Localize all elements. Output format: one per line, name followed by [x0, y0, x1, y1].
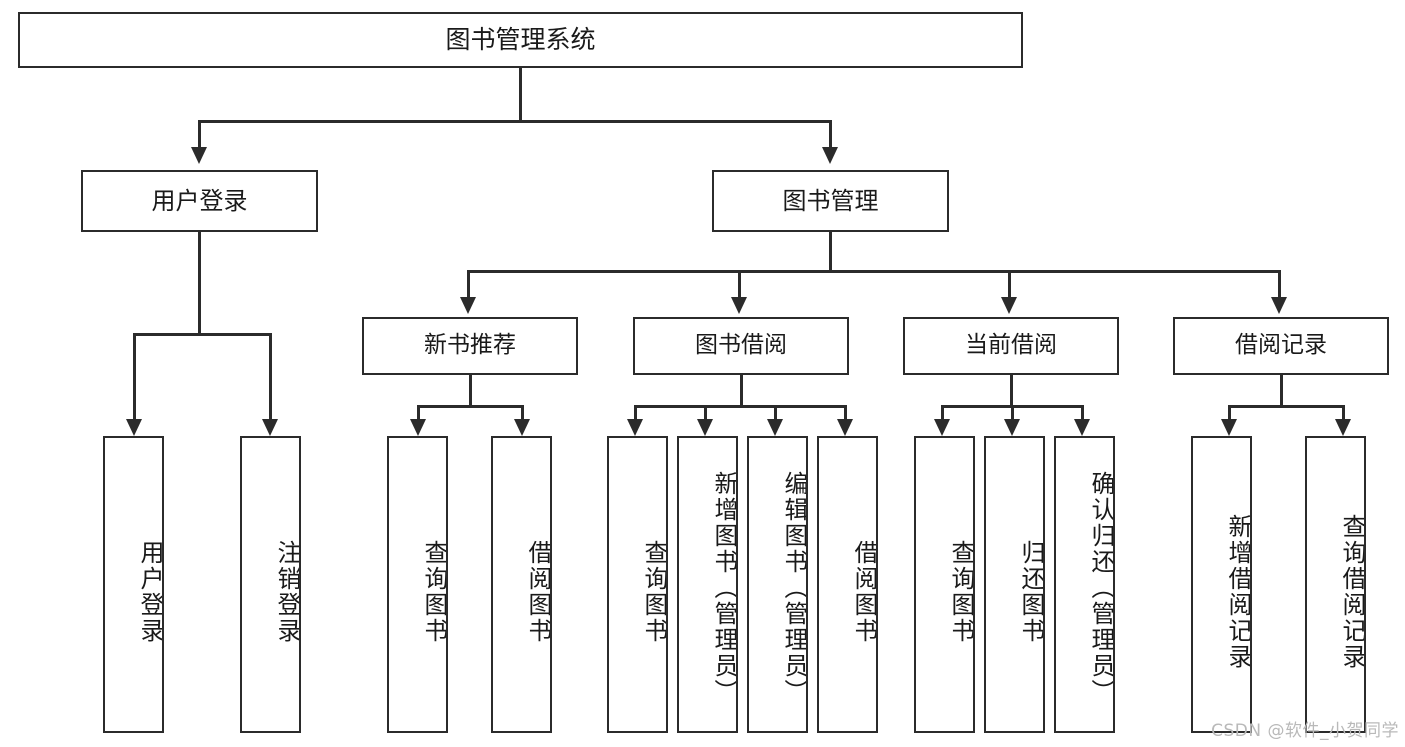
- leaf-current-borrow-confirm-return[interactable]: 确认归还（管理员）: [1054, 436, 1115, 733]
- leaf-borrow-record-query[interactable]: 查询借阅记录: [1305, 436, 1366, 733]
- arrowhead-book-manage: [822, 147, 838, 164]
- connector-book-borrow-drop-1: [634, 405, 637, 419]
- connector-borrow-record-stem: [1280, 375, 1283, 405]
- connector-user-login-stem: [198, 232, 201, 333]
- connector-level2-drop-1: [198, 120, 201, 147]
- arrowhead-current-borrow-leaf-3: [1074, 419, 1090, 436]
- arrowhead-book-borrow-leaf-4: [837, 419, 853, 436]
- node-current-borrow[interactable]: 当前借阅: [903, 317, 1119, 375]
- connector-user-login-bus: [133, 333, 271, 336]
- arrowhead-book-borrow-leaf-1: [627, 419, 643, 436]
- connector-level3-drop-2: [738, 270, 741, 297]
- connector-new-book-bus: [417, 405, 523, 408]
- connector-level2-bus: [198, 120, 831, 123]
- arrowhead-new-book: [460, 297, 476, 314]
- leaf-borrow-record-add[interactable]: 新增借阅记录: [1191, 436, 1252, 733]
- connector-borrow-record-bus: [1228, 405, 1344, 408]
- leaf-current-borrow-query[interactable]: 查询图书: [914, 436, 975, 733]
- node-book-borrow[interactable]: 图书借阅: [633, 317, 849, 375]
- connector-current-borrow-stem: [1010, 375, 1013, 405]
- connector-root-stem: [519, 68, 522, 120]
- connector-current-borrow-drop-3: [1081, 405, 1084, 419]
- connector-book-borrow-drop-3: [774, 405, 777, 419]
- leaf-user-login-logout[interactable]: 注销登录: [240, 436, 301, 733]
- arrowhead-borrow-record-leaf-2: [1335, 419, 1351, 436]
- leaf-book-borrow-borrow[interactable]: 借阅图书: [817, 436, 878, 733]
- arrowhead-user-login-leaf-1: [126, 419, 142, 436]
- connector-new-book-stem: [469, 375, 472, 405]
- connector-book-borrow-stem: [740, 375, 743, 405]
- connector-new-book-drop-2: [521, 405, 524, 419]
- connector-book-borrow-drop-2: [704, 405, 707, 419]
- connector-book-borrow-bus: [634, 405, 846, 408]
- arrowhead-book-borrow-leaf-2: [697, 419, 713, 436]
- connector-level3-drop-1: [467, 270, 470, 297]
- connector-new-book-drop-1: [417, 405, 420, 419]
- arrowhead-user-login: [191, 147, 207, 164]
- connector-user-login-drop-1: [133, 333, 136, 419]
- connector-current-borrow-drop-1: [941, 405, 944, 419]
- arrowhead-current-borrow: [1001, 297, 1017, 314]
- leaf-user-login-login[interactable]: 用户登录: [103, 436, 164, 733]
- connector-book-borrow-drop-4: [844, 405, 847, 419]
- arrowhead-current-borrow-leaf-2: [1004, 419, 1020, 436]
- node-new-book-recommend[interactable]: 新书推荐: [362, 317, 578, 375]
- connector-borrow-record-drop-2: [1342, 405, 1345, 419]
- connector-level3-drop-4: [1278, 270, 1281, 297]
- csdn-watermark: CSDN @软件_小贺同学: [1211, 721, 1399, 741]
- connector-user-login-drop-2: [269, 333, 272, 419]
- arrowhead-book-borrow: [731, 297, 747, 314]
- node-root-system[interactable]: 图书管理系统: [18, 12, 1023, 68]
- leaf-book-borrow-add[interactable]: 新增图书（管理员）: [677, 436, 738, 733]
- arrowhead-borrow-record-leaf-1: [1221, 419, 1237, 436]
- leaf-current-borrow-return[interactable]: 归还图书: [984, 436, 1045, 733]
- node-user-login[interactable]: 用户登录: [81, 170, 318, 232]
- leaf-new-book-query[interactable]: 查询图书: [387, 436, 448, 733]
- connector-current-borrow-drop-2: [1011, 405, 1014, 419]
- connector-borrow-record-drop-1: [1228, 405, 1231, 419]
- leaf-book-borrow-query[interactable]: 查询图书: [607, 436, 668, 733]
- connector-level3-drop-3: [1008, 270, 1011, 297]
- arrowhead-user-login-leaf-2: [262, 419, 278, 436]
- leaf-new-book-borrow[interactable]: 借阅图书: [491, 436, 552, 733]
- arrowhead-new-book-leaf-2: [514, 419, 530, 436]
- arrowhead-new-book-leaf-1: [410, 419, 426, 436]
- leaf-book-borrow-edit[interactable]: 编辑图书（管理员）: [747, 436, 808, 733]
- connector-level3-bus: [467, 270, 1281, 273]
- node-book-management[interactable]: 图书管理: [712, 170, 949, 232]
- connector-level2-drop-2: [829, 120, 832, 147]
- arrowhead-borrow-record: [1271, 297, 1287, 314]
- arrowhead-current-borrow-leaf-1: [934, 419, 950, 436]
- arrowhead-book-borrow-leaf-3: [767, 419, 783, 436]
- connector-book-manage-stem: [829, 232, 832, 270]
- node-borrow-record[interactable]: 借阅记录: [1173, 317, 1389, 375]
